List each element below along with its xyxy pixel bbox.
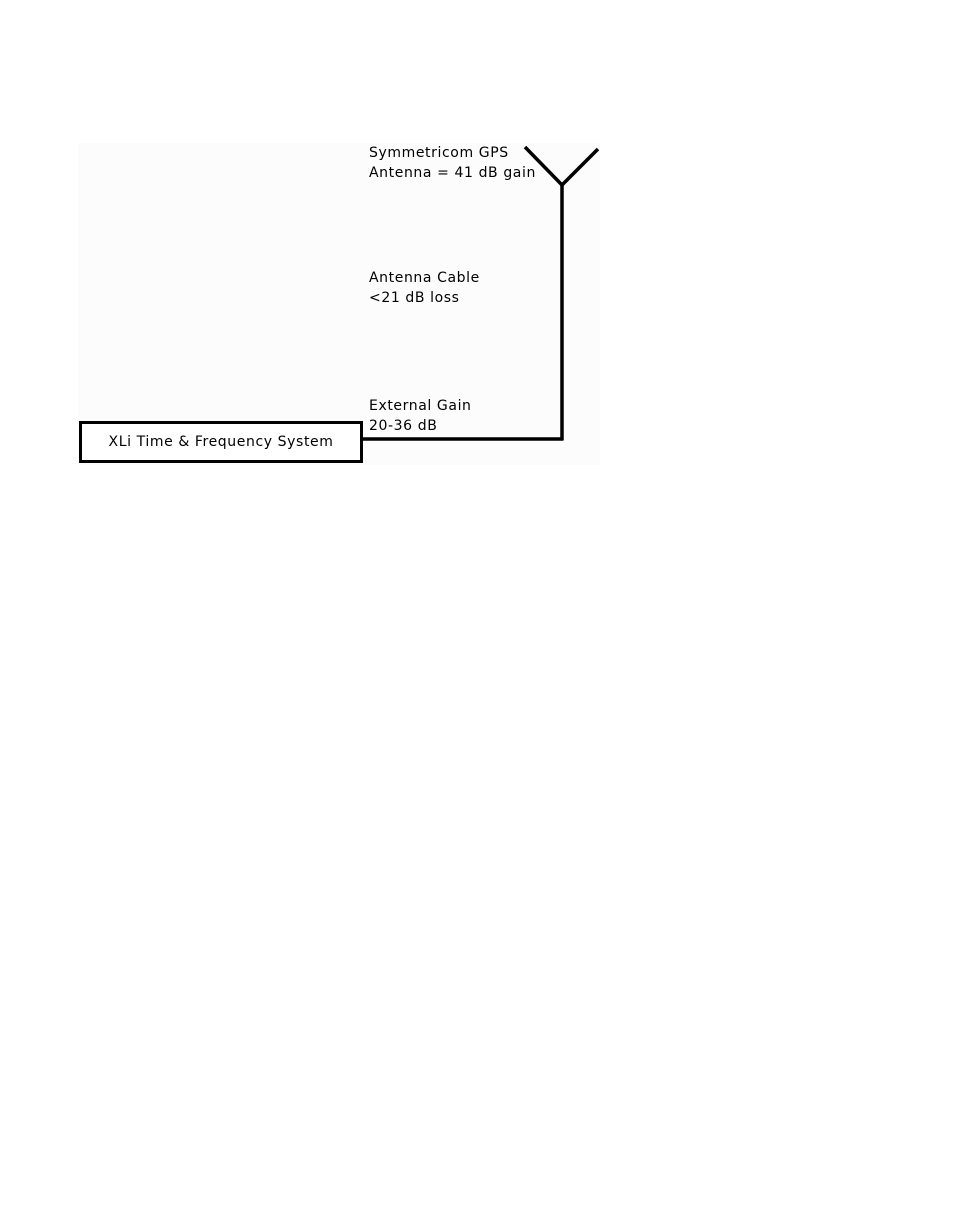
receiver-label: XLi Time & Frequency System	[109, 434, 334, 450]
cable-name: Antenna Cable	[369, 268, 480, 288]
cable-loss: <21 dB loss	[369, 288, 480, 308]
antenna-label: Symmetricom GPS Antenna = 41 dB gain	[369, 143, 536, 183]
receiver-box: XLi Time & Frequency System	[79, 421, 363, 463]
cable-label: Antenna Cable <21 dB loss	[369, 268, 480, 308]
external-gain-label: External Gain 20-36 dB	[369, 396, 472, 436]
external-gain-range: 20-36 dB	[369, 416, 472, 436]
antenna-right-arm	[562, 149, 598, 185]
external-gain-name: External Gain	[369, 396, 472, 416]
antenna-gain: Antenna = 41 dB gain	[369, 163, 536, 183]
antenna-name: Symmetricom GPS	[369, 143, 536, 163]
